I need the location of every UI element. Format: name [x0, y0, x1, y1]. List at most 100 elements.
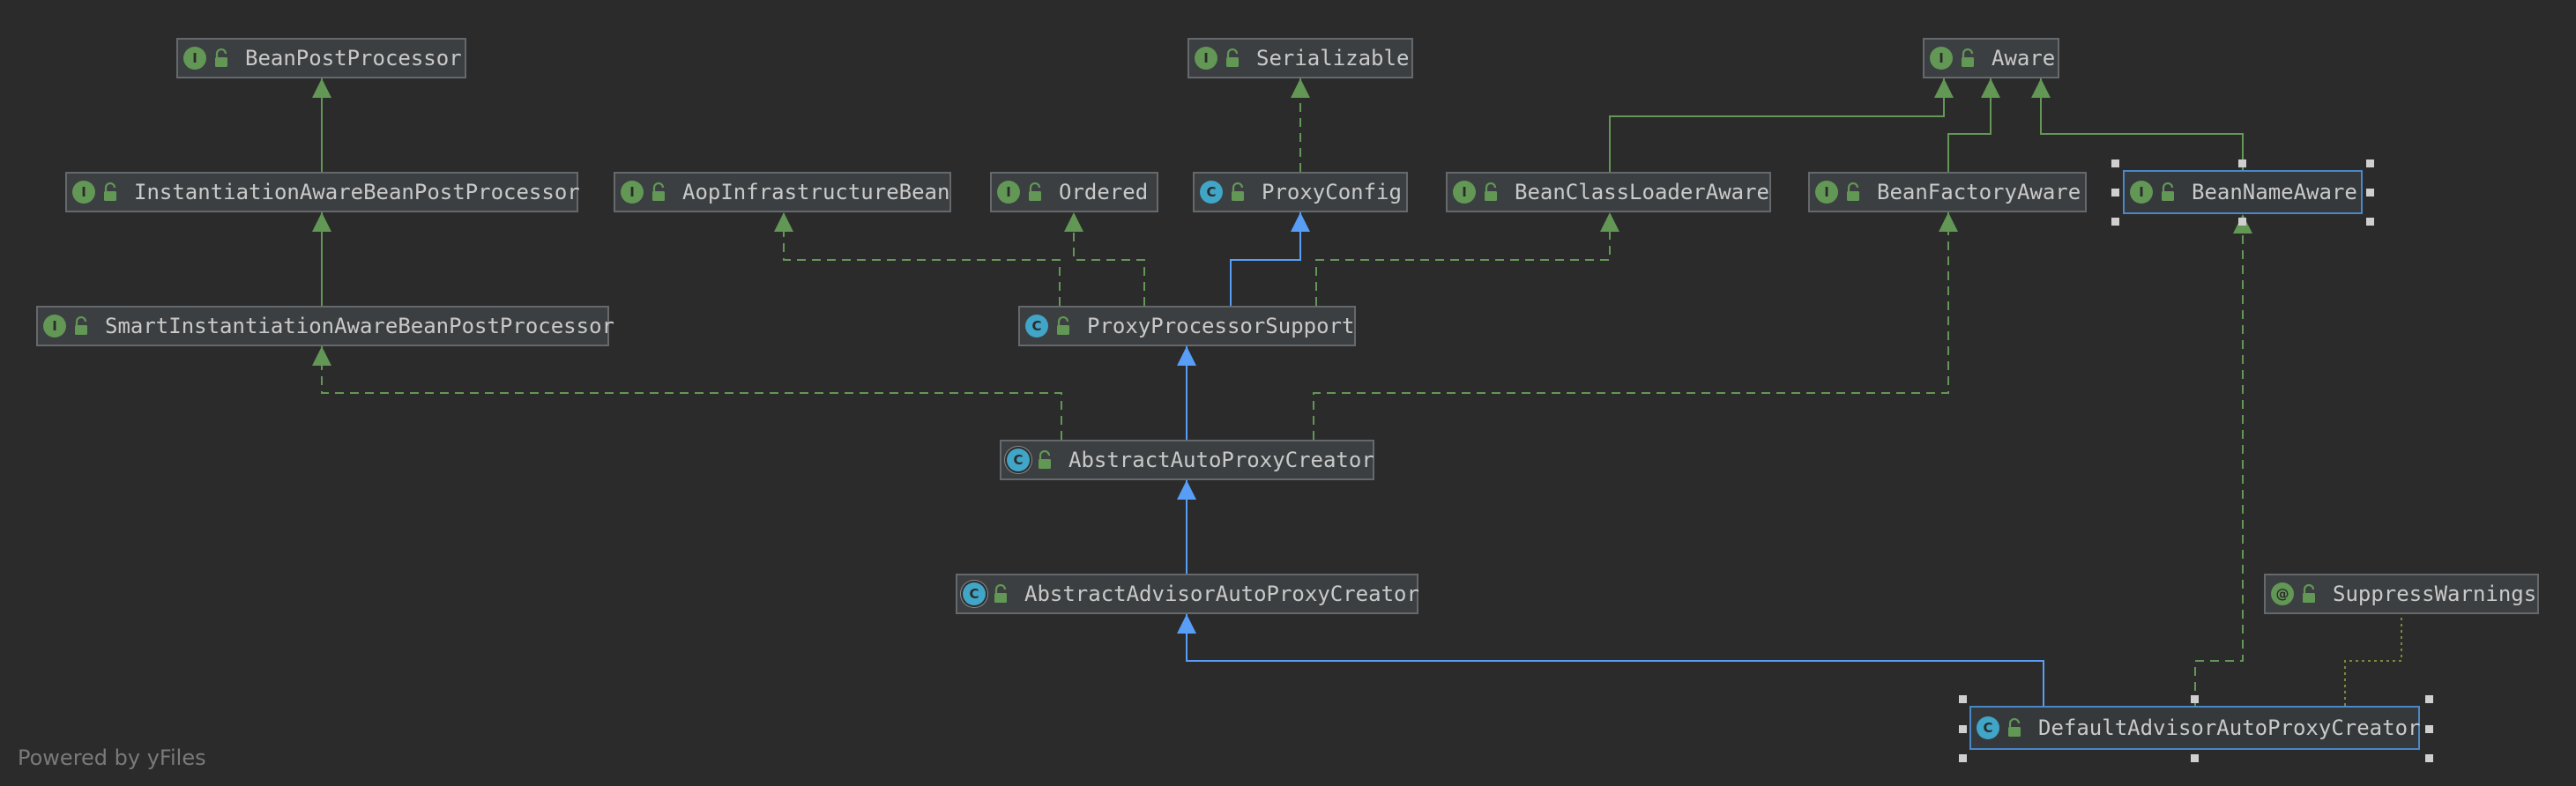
- node-proxyprocessorsupport[interactable]: C ProxyProcessorSupport: [1018, 306, 1356, 346]
- arrowhead: [312, 78, 331, 98]
- arrowhead: [1981, 78, 2000, 98]
- selection-handle[interactable]: [2111, 159, 2119, 167]
- node-proxyconfig[interactable]: C ProxyConfig: [1193, 172, 1408, 212]
- annotation-icon: @: [2271, 582, 2294, 605]
- node-label: DefaultAdvisorAutoProxyCreator: [2038, 716, 2421, 740]
- node-label: BeanPostProcessor: [245, 46, 462, 70]
- node-label: BeanClassLoaderAware: [1515, 180, 1769, 204]
- selection-handle[interactable]: [2425, 695, 2433, 703]
- selection-handle[interactable]: [2111, 218, 2119, 226]
- edge-abstractadvisorautoproxycreator-to-abstractautoproxycreator: [1177, 480, 1196, 574]
- selection-handle[interactable]: [2238, 159, 2246, 167]
- lock-open-icon: [1962, 48, 1974, 67]
- node-label: Aware: [1992, 46, 2056, 70]
- lock-open-icon: [1039, 450, 1051, 469]
- edge-beannameaware-to-aware: [2031, 78, 2244, 170]
- lock-open-icon: [75, 316, 87, 335]
- arrowhead: [1177, 480, 1196, 500]
- selection-handle[interactable]: [2425, 725, 2433, 733]
- arrowhead: [312, 346, 331, 366]
- selection-handle[interactable]: [2366, 159, 2374, 167]
- class-icon: C: [1025, 315, 1048, 337]
- lock-open-icon: [1029, 182, 1041, 201]
- node-beanfactoryaware[interactable]: I BeanFactoryAware: [1808, 172, 2087, 212]
- interface-icon: I: [1195, 47, 1217, 70]
- arrowhead: [1934, 78, 1954, 98]
- lock-open-icon: [652, 182, 665, 201]
- node-label: Serializable: [1256, 46, 1410, 70]
- selection-handle[interactable]: [2191, 754, 2199, 762]
- edge-instantiationawarebeanpostprocessor-to-beanpostprocessor: [312, 78, 331, 172]
- edge-smartinstantiationawarebeanpostprocessor-to-instantiationawarebeanpostprocessor: [312, 212, 331, 306]
- node-ordered[interactable]: I Ordered: [990, 172, 1158, 212]
- edge-defaultadvisorautoproxycreator-to-beannameaware: [2194, 214, 2252, 706]
- node-serializable[interactable]: I Serializable: [1187, 38, 1413, 78]
- yfiles-watermark: Powered by yFiles: [18, 745, 206, 770]
- node-beanclassloaderaware[interactable]: I BeanClassLoaderAware: [1446, 172, 1771, 212]
- edge-abstractautoproxycreator-to-proxyprocessorsupport: [1177, 346, 1196, 440]
- lock-open-icon: [994, 584, 1007, 603]
- arrowhead: [1600, 212, 1619, 232]
- arrowhead: [1064, 212, 1083, 232]
- abstract-class-icon: C: [963, 582, 986, 605]
- lock-open-icon: [2008, 718, 2021, 737]
- arrowhead: [2031, 78, 2051, 98]
- selection-handle[interactable]: [2366, 189, 2374, 196]
- node-label: AopInfrastructureBean: [682, 180, 950, 204]
- class-icon: C: [1200, 181, 1223, 204]
- node-label: AbstractAdvisorAutoProxyCreator: [1024, 582, 1419, 606]
- lock-open-icon: [215, 48, 227, 67]
- node-beanpostprocessor[interactable]: I BeanPostProcessor: [176, 38, 466, 78]
- edge-abstractautoproxycreator-to-beanfactoryaware: [1313, 212, 1958, 440]
- node-label: Ordered: [1059, 180, 1149, 204]
- lock-open-icon: [1847, 182, 1859, 201]
- edge-proxyconfig-to-serializable: [1291, 78, 1310, 172]
- selection-handle[interactable]: [2425, 754, 2433, 762]
- interface-icon: I: [1453, 181, 1476, 204]
- interface-icon: I: [997, 181, 1020, 204]
- edge-abstractautoproxycreator-to-smartinstantiationawarebeanpostprocessor: [312, 346, 1062, 440]
- interface-icon: I: [43, 315, 66, 337]
- edge-defaultadvisorautoproxycreator-to-abstractadvisorautoproxycreator: [1177, 614, 2044, 706]
- node-label: ProxyProcessorSupport: [1087, 314, 1355, 338]
- interface-icon: I: [183, 47, 206, 70]
- selection-handle[interactable]: [2238, 218, 2246, 226]
- selection-handle[interactable]: [2366, 218, 2374, 226]
- class-icon: C: [1977, 716, 1999, 739]
- selection-handle[interactable]: [2191, 695, 2199, 703]
- edge-proxyprocessorsupport-to-beanclassloaderaware: [1315, 212, 1619, 306]
- arrowhead: [1939, 212, 1958, 232]
- interface-icon: I: [1815, 181, 1838, 204]
- node-label: BeanFactoryAware: [1877, 180, 2081, 204]
- lock-open-icon: [1057, 316, 1069, 335]
- selection-handle[interactable]: [1959, 754, 1967, 762]
- edge-defaultadvisorautoproxycreator-to-suppresswarnings: [2344, 614, 2402, 706]
- lock-open-icon: [2303, 584, 2315, 603]
- edge-beanclassloaderaware-to-aware: [1609, 78, 1954, 172]
- node-defaultadvisorautoproxycreator[interactable]: C DefaultAdvisorAutoProxyCreator: [1969, 706, 2420, 750]
- selection-handle[interactable]: [2111, 189, 2119, 196]
- node-suppresswarnings[interactable]: @SuppressWarnings: [2264, 574, 2539, 614]
- lock-open-icon: [1485, 182, 1497, 201]
- lock-open-icon: [1226, 48, 1239, 67]
- edge-proxyprocessorsupport-to-aopinfrastructurebean: [774, 212, 1061, 306]
- selection-handle[interactable]: [1959, 725, 1967, 733]
- arrowhead: [312, 212, 331, 232]
- node-label: ProxyConfig: [1262, 180, 1402, 204]
- node-label: AbstractAutoProxyCreator: [1068, 448, 1374, 472]
- lock-open-icon: [1232, 182, 1244, 201]
- selection-handle[interactable]: [1959, 695, 1967, 703]
- node-abstractadvisorautoproxycreator[interactable]: C AbstractAdvisorAutoProxyCreator: [956, 574, 1419, 614]
- edge-beanfactoryaware-to-aware: [1947, 78, 2000, 172]
- arrowhead: [1177, 614, 1196, 634]
- node-label: SmartInstantiationAwareBeanPostProcessor: [105, 314, 614, 338]
- arrowhead: [1177, 346, 1196, 366]
- node-smartinstantiationawarebeanpostprocessor[interactable]: I SmartInstantiationAwareBeanPostProcesso…: [36, 306, 614, 346]
